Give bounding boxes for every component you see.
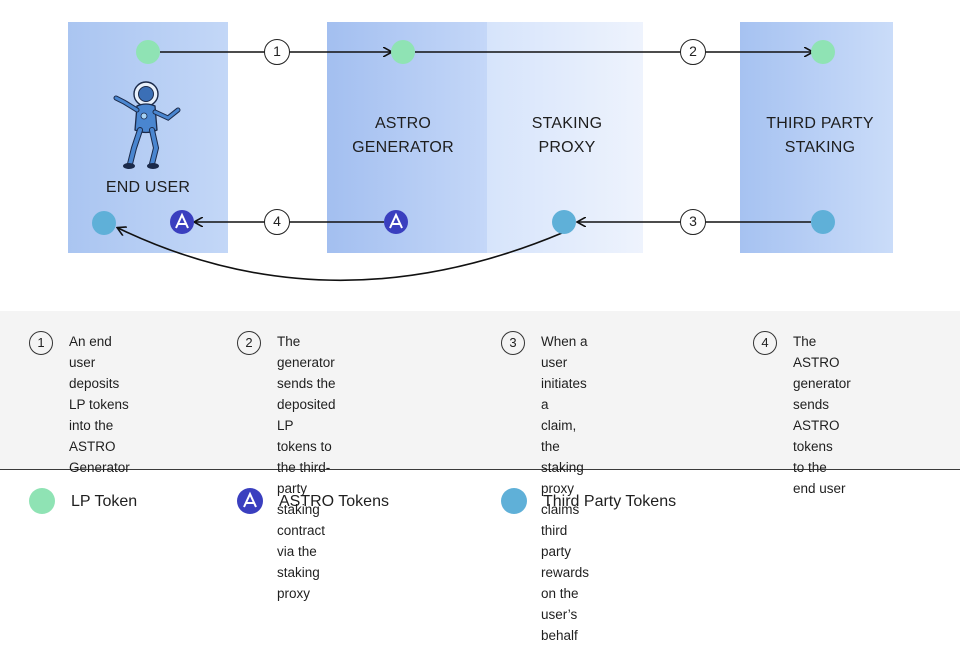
- flow-diagram: END USER ASTRO GENERATOR STAKING PROXY T…: [0, 0, 960, 300]
- step-description: The generator sends the deposited LP tok…: [277, 334, 336, 601]
- lp-token-icon: [136, 40, 160, 64]
- flow-badge-1: 1: [264, 39, 290, 65]
- astro-token-icon: [384, 210, 408, 234]
- third-party-token-icon: [501, 488, 527, 514]
- legend-label: ASTRO Tokens: [279, 493, 389, 510]
- third-party-token-icon: [811, 210, 835, 234]
- flow-diagram-canvas: [68, 22, 893, 282]
- step-number: 2: [237, 331, 261, 355]
- astronaut-icon: [113, 81, 181, 169]
- legend: LP Token ASTRO Tokens Third Party Tokens: [0, 470, 960, 521]
- third-party-staking-label: THIRD PARTY STAKING: [766, 115, 874, 156]
- return-curve-arrow: [118, 228, 563, 282]
- astro-token-icon: [237, 488, 263, 514]
- third-party-token-icon: [552, 210, 576, 234]
- steps-panel: 1 An end user deposits LP tokens into th…: [0, 311, 960, 643]
- step-number: 1: [29, 331, 53, 355]
- legend-label: LP Token: [71, 493, 138, 510]
- lp-token-icon: [29, 488, 55, 514]
- third-party-token-icon: [92, 211, 116, 235]
- astro-token-icon: [170, 210, 194, 234]
- end-user-label: END USER: [105, 179, 191, 196]
- step-number: 3: [501, 331, 525, 355]
- flow-badge-3: 3: [680, 209, 706, 235]
- flow-badge-2: 2: [680, 39, 706, 65]
- flow-badge-4: 4: [264, 209, 290, 235]
- legend-label: Third Party Tokens: [543, 493, 677, 510]
- astro-generator-label: ASTRO GENERATOR: [352, 115, 454, 156]
- lp-token-icon: [811, 40, 835, 64]
- step-description: An end user deposits LP tokens into the …: [69, 334, 130, 475]
- staking-proxy-label: STAKING PROXY: [531, 115, 603, 156]
- lp-token-icon: [391, 40, 415, 64]
- step-description: The ASTRO generator sends ASTRO tokens t…: [793, 334, 851, 496]
- step-number: 4: [753, 331, 777, 355]
